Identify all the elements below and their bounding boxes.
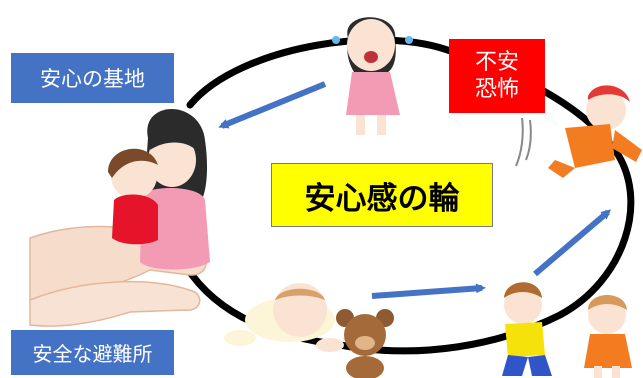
mother-holding-child-illustration xyxy=(108,109,210,270)
return-arrow-top xyxy=(218,81,327,129)
running-boy-illustration xyxy=(502,282,552,376)
falling-boy-illustration xyxy=(515,85,642,178)
anxiety-label-line1: 不安 xyxy=(474,49,519,75)
crying-girl-illustration xyxy=(332,17,413,135)
running-girl-illustration xyxy=(584,295,632,378)
safe-haven-label: 安全な避難所 xyxy=(11,330,174,375)
center-title: 安心感の輪 xyxy=(271,163,493,227)
anxiety-fear-label: 不安 恐怖 xyxy=(449,39,545,113)
secure-base-label: 安心の基地 xyxy=(11,53,174,103)
teddy-bear-illustration xyxy=(336,309,394,378)
anxiety-label-line2: 恐怖 xyxy=(474,77,519,102)
crawling-baby-illustration xyxy=(224,283,344,352)
explore-arrow-bottom xyxy=(371,283,486,299)
explore-arrow-right xyxy=(533,209,612,277)
